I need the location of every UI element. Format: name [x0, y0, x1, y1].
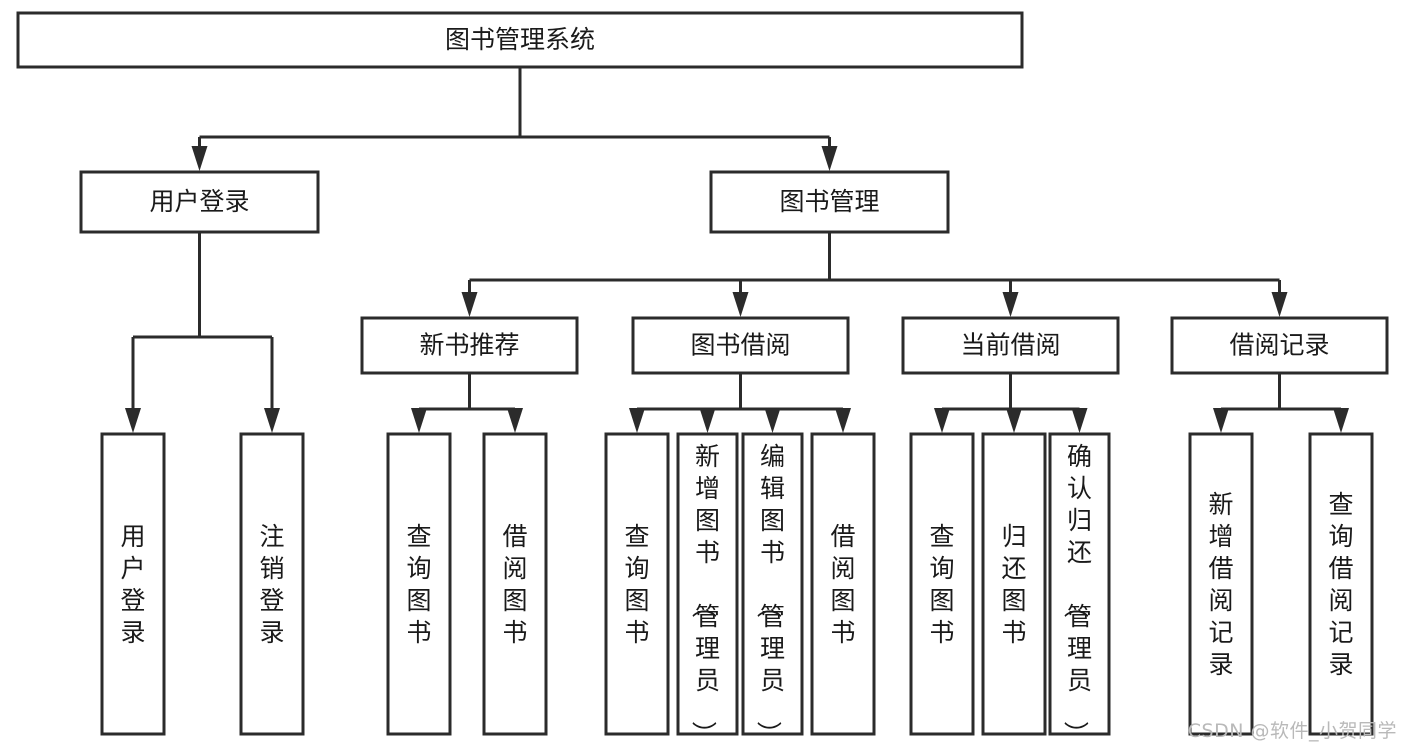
node-l2-1[interactable]: 图书借阅 [631, 316, 850, 375]
node-box-leaf-2[interactable] [386, 432, 452, 736]
node-box-l1-1[interactable] [709, 170, 950, 234]
node-box-leaf-11[interactable] [1188, 432, 1254, 736]
node-leaf-4[interactable]: 查询图书 [604, 432, 670, 736]
node-label-leaf-3: 借阅图书 [502, 522, 527, 647]
edge-group-l2-2 [934, 373, 1088, 433]
node-label-leaf-8: 查询图书 [929, 522, 954, 647]
node-box-l2-3[interactable] [1170, 316, 1389, 375]
edge-book-management-to-book-borrow-arrowhead [732, 292, 749, 317]
edge-book-management-to-current-borrow-arrowhead [1002, 292, 1019, 317]
node-leaf-2[interactable]: 查询图书 [386, 432, 452, 736]
node-l2-0[interactable]: 新书推荐 [360, 316, 579, 375]
edge-root-to-book-management-arrowhead [821, 146, 838, 171]
node-label-leaf-11: 新增借阅记录 [1208, 490, 1233, 679]
node-leaf-0[interactable]: 用户登录 [100, 432, 166, 736]
node-label-leaf-6: 编辑图书（管理员） [754, 442, 785, 746]
node-label-leaf-4: 查询图书 [624, 522, 649, 647]
node-l1-1[interactable]: 图书管理 [709, 170, 950, 234]
edge-borrow-to-borrow-book-arrowhead [835, 408, 851, 433]
node-box-leaf-9[interactable] [981, 432, 1047, 736]
edge-group-l2-1 [629, 373, 851, 433]
edge-borrow-to-add-book-arrowhead [699, 408, 716, 433]
node-box-leaf-12[interactable] [1308, 432, 1374, 736]
node-box-leaf-4[interactable] [604, 432, 670, 736]
node-label-leaf-10: 确认归还（管理员） [1061, 442, 1092, 746]
node-box-leaf-8[interactable] [909, 432, 975, 736]
node-box-leaf-0[interactable] [100, 432, 166, 736]
node-label-leaf-1: 注销登录 [259, 522, 284, 647]
node-label-leaf-0: 用户登录 [120, 522, 145, 647]
node-l1-0[interactable]: 用户登录 [79, 170, 320, 234]
node-leaf-1[interactable]: 注销登录 [239, 432, 305, 736]
node-leaf-10[interactable]: 确认归还（管理员） [1048, 432, 1111, 746]
edge-current-to-confirm-return-arrowhead [1071, 408, 1088, 433]
node-box-l1-0[interactable] [79, 170, 320, 234]
edge-borrow-to-query-book-arrowhead [629, 408, 645, 433]
edge-book-management-to-borrow-record-arrowhead [1271, 292, 1288, 317]
edge-user-login-to-login-arrowhead [125, 408, 141, 433]
node-leaf-8[interactable]: 查询图书 [909, 432, 975, 736]
edge-group-l2-0 [411, 373, 523, 433]
node-l2-2[interactable]: 当前借阅 [901, 316, 1120, 375]
node-box-l2-2[interactable] [901, 316, 1120, 375]
node-box-leaf-1[interactable] [239, 432, 305, 736]
edges-layer [125, 67, 1349, 433]
edge-record-to-add-record-arrowhead [1213, 408, 1229, 433]
edge-group-l2-3 [1213, 373, 1349, 433]
node-leaf-6[interactable]: 编辑图书（管理员） [741, 432, 804, 746]
node-label-leaf-2: 查询图书 [406, 522, 431, 647]
node-box-root[interactable] [16, 11, 1024, 69]
node-label-leaf-12: 查询借阅记录 [1328, 490, 1353, 679]
node-label-leaf-9: 归还图书 [1001, 522, 1026, 647]
nodes-layer: 图书管理系统用户登录图书管理新书推荐图书借阅当前借阅借阅记录用户登录注销登录查询… [16, 11, 1389, 746]
edge-book-management-to-new-book-recommend-arrowhead [461, 292, 478, 317]
node-box-leaf-5[interactable] [676, 432, 739, 736]
edge-group-root [191, 67, 838, 171]
node-label-l1-0: 用户登录 [149, 187, 249, 216]
edge-group-l1-0 [125, 232, 280, 433]
edge-root-to-user-login-arrowhead [191, 146, 208, 171]
node-label-leaf-5: 新增图书（管理员） [689, 442, 720, 746]
node-box-leaf-6[interactable] [741, 432, 804, 736]
edge-current-to-return-book-arrowhead [1006, 408, 1022, 433]
node-box-l2-0[interactable] [360, 316, 579, 375]
node-label-l2-0: 新书推荐 [419, 331, 519, 360]
edge-recommend-to-borrow-book-arrowhead [507, 408, 523, 433]
node-leaf-11[interactable]: 新增借阅记录 [1188, 432, 1254, 736]
node-label-l2-1: 图书借阅 [690, 331, 790, 360]
edge-record-to-query-record-arrowhead [1333, 408, 1349, 433]
node-label-l2-2: 当前借阅 [960, 331, 1060, 360]
node-box-l2-1[interactable] [631, 316, 850, 375]
node-label-l2-3: 借阅记录 [1229, 331, 1329, 360]
node-box-leaf-7[interactable] [810, 432, 876, 736]
edge-borrow-to-edit-book-arrowhead [764, 408, 781, 433]
edge-group-l1-1 [461, 232, 1288, 317]
node-box-leaf-10[interactable] [1048, 432, 1111, 736]
node-l2-3[interactable]: 借阅记录 [1170, 316, 1389, 375]
node-leaf-7[interactable]: 借阅图书 [810, 432, 876, 736]
node-leaf-12[interactable]: 查询借阅记录 [1308, 432, 1374, 736]
node-label-l1-1: 图书管理 [779, 187, 879, 216]
node-box-leaf-3[interactable] [482, 432, 548, 736]
edge-current-to-query-book-arrowhead [934, 408, 950, 433]
node-label-leaf-7: 借阅图书 [830, 522, 855, 647]
edge-recommend-to-query-book-arrowhead [411, 408, 427, 433]
node-leaf-5[interactable]: 新增图书（管理员） [676, 432, 739, 746]
node-leaf-9[interactable]: 归还图书 [981, 432, 1047, 736]
node-label-root: 图书管理系统 [445, 25, 595, 54]
node-leaf-3[interactable]: 借阅图书 [482, 432, 548, 736]
node-root[interactable]: 图书管理系统 [16, 11, 1024, 69]
edge-user-login-to-logout-arrowhead [264, 408, 280, 433]
